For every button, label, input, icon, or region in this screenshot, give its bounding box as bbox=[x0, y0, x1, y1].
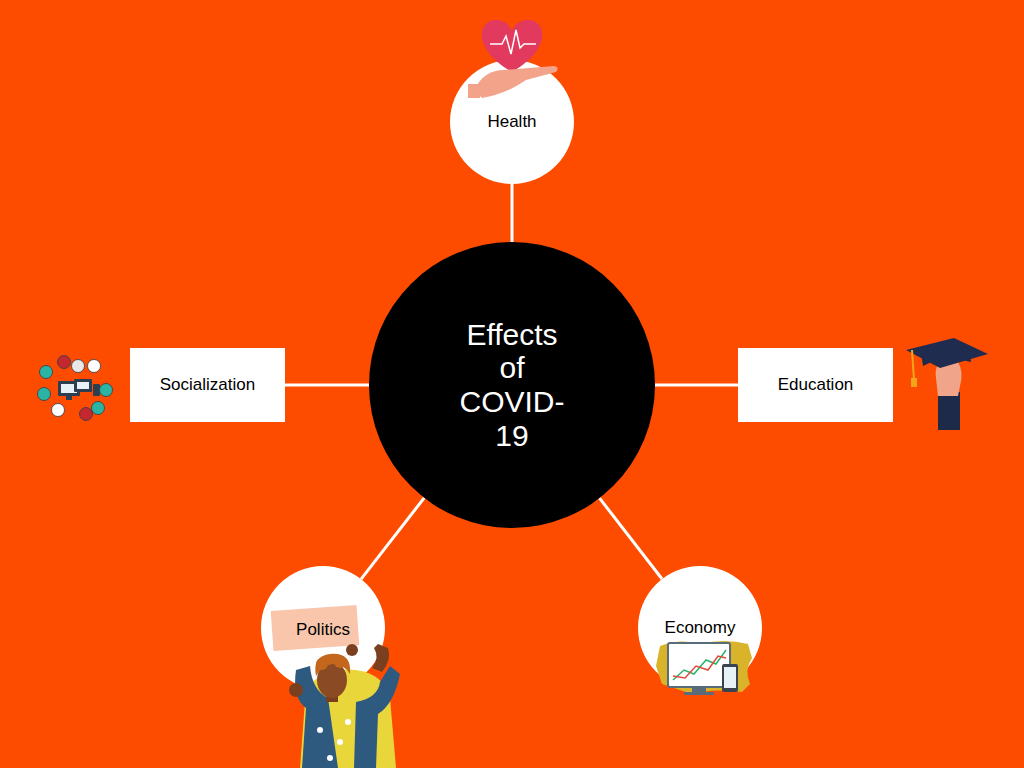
social-icon-dot bbox=[40, 366, 53, 379]
center-circle: Effects of COVID-19 bbox=[369, 242, 655, 528]
social-icon-dot bbox=[88, 360, 101, 373]
social-icon-dot bbox=[58, 356, 71, 369]
economy-monitor-icon bbox=[656, 641, 752, 695]
social-icon-dot bbox=[92, 402, 105, 415]
node-label: Economy bbox=[665, 618, 736, 638]
social-media-icons bbox=[38, 356, 113, 421]
graduation-cap-icon bbox=[906, 338, 988, 430]
connector-line bbox=[600, 498, 663, 579]
node-label: Education bbox=[778, 375, 854, 395]
node-label: Politics bbox=[296, 620, 350, 640]
socialization-box: Socialization bbox=[130, 348, 285, 422]
woman-figure bbox=[289, 644, 400, 768]
social-icon-dot bbox=[38, 388, 51, 401]
education-box: Education bbox=[738, 348, 893, 422]
social-icon-dot bbox=[80, 408, 93, 421]
connector-line bbox=[511, 184, 514, 242]
circle-fill bbox=[638, 566, 762, 690]
connector-line bbox=[361, 498, 424, 579]
politics-circle: Politics bbox=[261, 566, 385, 690]
connector-line bbox=[655, 384, 738, 387]
social-icon-dot bbox=[100, 384, 113, 397]
circle-fill bbox=[369, 242, 655, 528]
social-icon-dot bbox=[52, 404, 65, 417]
node-label: Health bbox=[487, 112, 536, 132]
node-label: Socialization bbox=[160, 375, 255, 395]
protest-sign bbox=[271, 605, 360, 651]
health-circle: Health bbox=[450, 60, 574, 184]
economy-circle: Economy bbox=[638, 566, 762, 690]
circle-fill bbox=[450, 60, 574, 184]
node-label: Effects of COVID-19 bbox=[460, 318, 565, 452]
social-icon-dot bbox=[72, 360, 85, 373]
connector-line bbox=[285, 384, 369, 387]
heart-hand-icon bbox=[468, 20, 558, 98]
circle-fill bbox=[261, 566, 385, 690]
